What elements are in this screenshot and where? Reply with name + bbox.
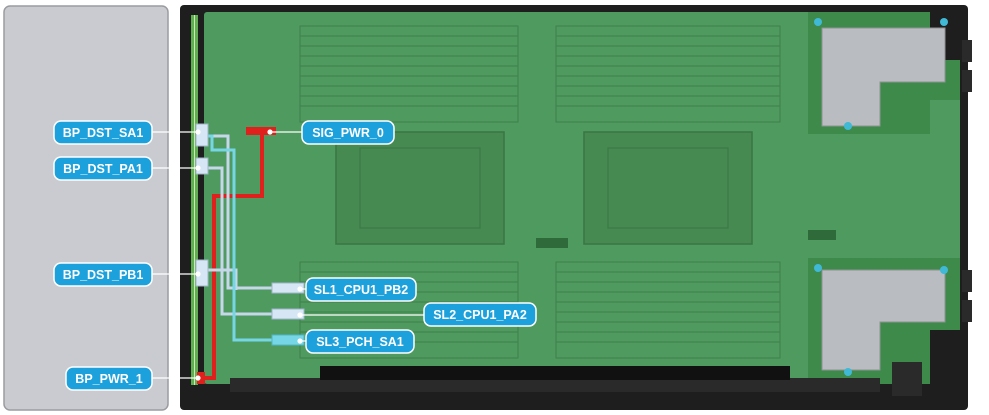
screw-dot xyxy=(940,18,948,26)
sig-pwr-0-connector xyxy=(246,127,276,135)
cyan-cable xyxy=(204,134,276,342)
power-cable xyxy=(202,132,264,380)
backplane-panel xyxy=(3,5,169,411)
callout-bp-dst-pa1: BP_DST_PA1 xyxy=(53,156,153,181)
riser-module-top xyxy=(808,12,960,134)
screw-dot xyxy=(814,264,822,272)
cpu-socket-1 xyxy=(335,131,505,245)
callout-label-bp-dst-pb1: BP_DST_PB1 xyxy=(63,268,144,282)
callout-sl3-pch-sa1: SL3_PCH_SA1 xyxy=(305,329,415,354)
callout-sl2-cpu1-pa2: SL2_CPU1_PA2 xyxy=(423,302,537,327)
bottom-rail xyxy=(230,378,880,392)
cpu-socket-2 xyxy=(583,131,753,245)
sl1-connector xyxy=(271,282,305,294)
screw-dot xyxy=(940,266,948,274)
callout-sl1-cpu1-pb2: SL1_CPU1_PB2 xyxy=(305,277,417,302)
callout-bp-pwr-1: BP_PWR_1 xyxy=(65,366,153,391)
sl2-connector xyxy=(271,308,305,320)
bp-dst-sa1-connector xyxy=(195,123,209,147)
dimm-bank-bottom-right xyxy=(555,261,781,359)
callout-label-sig-pwr-0: SIG_PWR_0 xyxy=(312,126,384,140)
dimm-bank-top-right xyxy=(555,25,781,123)
data-cables xyxy=(204,134,276,316)
rear-io-connectors xyxy=(892,40,972,396)
sl3-connector xyxy=(271,334,305,346)
callout-label-bp-dst-sa1: BP_DST_SA1 xyxy=(63,126,144,140)
callout-bp-dst-sa1: BP_DST_SA1 xyxy=(53,120,153,145)
callout-label-bp-pwr-1: BP_PWR_1 xyxy=(75,372,142,386)
bp-pwr-1-connector xyxy=(197,372,205,384)
screw-dot xyxy=(844,368,852,376)
callout-label-sl1-cpu1-pb2: SL1_CPU1_PB2 xyxy=(314,283,409,297)
callout-label-bp-dst-pa1: BP_DST_PA1 xyxy=(63,162,143,176)
callout-label-sl2-cpu1-pa2: SL2_CPU1_PA2 xyxy=(433,308,527,322)
screw-dot xyxy=(814,18,822,26)
riser-module-bottom xyxy=(808,258,960,384)
leader-lines xyxy=(150,129,424,381)
screw-dot xyxy=(844,122,852,130)
callout-sig-pwr-0: SIG_PWR_0 xyxy=(301,120,395,145)
dimm-bank-top-left xyxy=(299,25,519,123)
callout-label-sl3-pch-sa1: SL3_PCH_SA1 xyxy=(316,335,404,349)
callout-bp-dst-pb1: BP_DST_PB1 xyxy=(53,262,153,287)
